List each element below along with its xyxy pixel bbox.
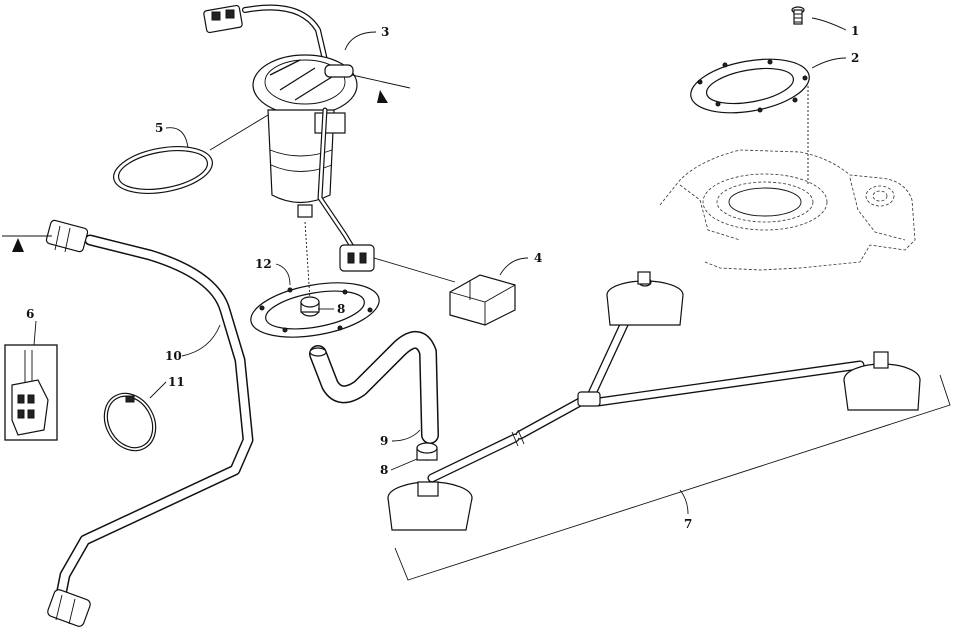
callout-7: 7: [684, 517, 692, 531]
fuel-line: [45, 219, 254, 627]
direction-arrow-right: [351, 74, 411, 103]
spring-clip: [103, 392, 157, 452]
direction-arrow-left: [2, 235, 52, 252]
mounting-screw: [791, 6, 805, 25]
fuel-hose-curved: [309, 331, 439, 444]
callout-8-upper: 8: [337, 302, 345, 316]
callout-5: 5: [155, 121, 163, 135]
gasket-ring: [690, 58, 810, 185]
leader-lines: [33, 17, 847, 515]
callout-10: 10: [165, 349, 182, 363]
hose-clamp-upper: [300, 296, 320, 317]
callout-11: 11: [168, 375, 185, 389]
hose-clamp-lower: [416, 442, 438, 461]
callout-6: 6: [26, 307, 34, 321]
o-ring-seal: [113, 114, 269, 194]
fuel-tank-outline: [659, 149, 916, 271]
connector-kit: [4, 344, 58, 441]
callout-4: 4: [534, 251, 542, 265]
callout-2: 2: [851, 51, 859, 65]
callout-9: 9: [380, 434, 388, 448]
callout-3: 3: [381, 25, 389, 39]
callout-1: 1: [851, 24, 859, 38]
suction-manifold-assembly: [387, 271, 951, 581]
callout-12: 12: [255, 257, 272, 271]
callout-8-lower: 8: [380, 463, 388, 477]
float-sender: [449, 274, 516, 326]
fuel-pump-assembly: [203, 4, 456, 283]
lock-ring: [250, 221, 380, 338]
